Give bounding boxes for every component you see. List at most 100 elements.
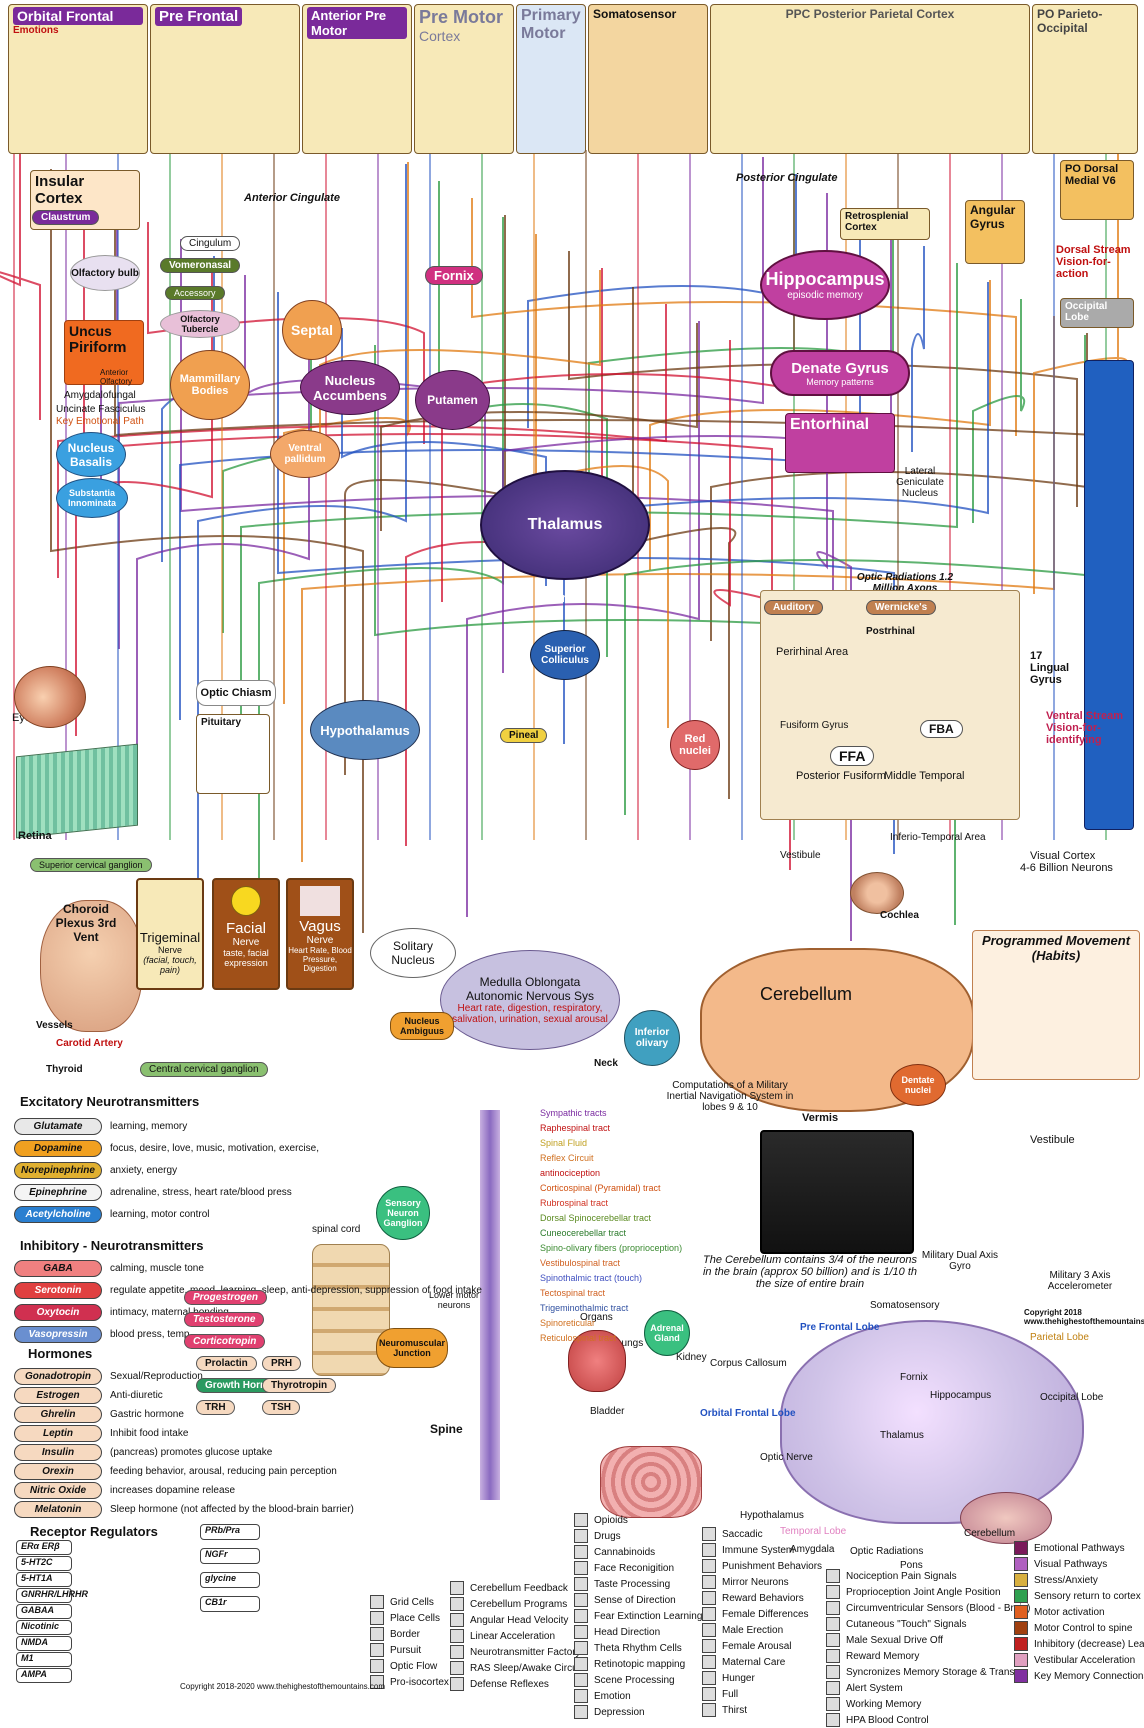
neurotransmitter-row: Insulin(pancreas) promotes glucose uptak… xyxy=(14,1444,272,1461)
receptor-label: Nicotinic xyxy=(16,1620,72,1635)
legend-row: Face Reconigition xyxy=(574,1560,702,1576)
brain-region-label: Optic Radiations xyxy=(850,1546,923,1557)
legend-label: Emotion xyxy=(594,1691,631,1702)
legend-icon xyxy=(370,1643,384,1657)
ppc-label: PPC Posterior Parietal Cortex xyxy=(715,7,1025,21)
bladder-label: Bladder xyxy=(590,1406,624,1417)
neurotransmitter-desc: learning, memory xyxy=(110,1121,187,1132)
fusiform-label: Fusiform Gyrus xyxy=(780,720,848,731)
legend-label: Stress/Anxiety xyxy=(1034,1575,1098,1586)
neurotransmitter-desc: calming, muscle tone xyxy=(110,1263,204,1274)
legend-icon xyxy=(702,1527,716,1541)
legend-row: Vestibular Acceleration xyxy=(1014,1652,1144,1668)
brain-region-label: Pons xyxy=(900,1560,923,1571)
piriform-label: Piriform xyxy=(69,339,139,356)
trigeminal-title: Trigeminal xyxy=(138,930,202,945)
wernickes-label: Wernicke's xyxy=(866,600,936,615)
somatosensor-region: Somatosensor xyxy=(588,4,708,154)
ventral-pallidum-label: Ventral pallidum xyxy=(271,443,339,465)
legend-row: Visual Pathways xyxy=(1014,1556,1144,1572)
orbital-frontal-region: Orbital Frontal Emotions xyxy=(8,4,148,154)
programmed-movement-label: Programmed Movement (Habits) xyxy=(977,933,1135,963)
episodic-memory-label: episodic memory xyxy=(787,290,863,301)
legend-label: Male Erection xyxy=(722,1625,783,1636)
legend-row: Syncronizes Memory Storage & Trans xyxy=(826,1664,1031,1680)
mammillary-bodies: Mammillary Bodies xyxy=(170,350,250,420)
legend-row: Cerebellum Programs xyxy=(450,1596,583,1612)
brain-region-label: Fornix xyxy=(900,1372,928,1383)
retrosplenial-label: Retrosplenial Cortex xyxy=(845,211,925,233)
receptor-label: CB1r xyxy=(200,1596,260,1612)
nucleus-basalis: Nucleus Basalis xyxy=(56,432,126,477)
legend-row: Opioids xyxy=(574,1512,702,1528)
tract-label: Vestibulospinal tract xyxy=(540,1258,740,1273)
legend-label: Angular Head Velocity xyxy=(470,1615,568,1626)
vestibule-axis-label: Vestibule xyxy=(1030,1134,1075,1146)
auditory-label: Auditory xyxy=(764,600,823,615)
legend-icon xyxy=(450,1629,464,1643)
lingual-gyrus-label: 17 Lingual Gyrus xyxy=(1030,650,1080,686)
pituitary-box: Pituitary xyxy=(196,714,270,794)
memory-patterns-label: Memory patterns xyxy=(806,377,874,387)
legend-row: Full xyxy=(702,1686,822,1702)
legend-label: Defense Reflexes xyxy=(470,1679,549,1690)
dorsal-stream-label: Dorsal Stream Vision-for-action xyxy=(1056,244,1140,280)
neurotransmitter-desc: regulate appetite, mood, learning, sleep… xyxy=(110,1285,482,1296)
septal-label: Septal xyxy=(291,322,333,338)
inferior-olivary: Inferior olivary xyxy=(624,1010,680,1066)
brain-region-label: Pre Frontal Lobe xyxy=(800,1322,879,1333)
substantia-innominata: Substantia Innominata xyxy=(56,478,128,518)
legend-row: Fear Extinction Learning xyxy=(574,1608,702,1624)
neurotransmitter-pill: Gonadotropin xyxy=(14,1368,102,1385)
legend-icon xyxy=(574,1673,588,1687)
legend-row: Theta Rhythm Cells xyxy=(574,1640,702,1656)
neurotransmitter-row: Nitric Oxideincreases dopamine release xyxy=(14,1482,235,1499)
legend-label: Inhibitory (decrease) Learning, Focus xyxy=(1034,1639,1144,1650)
dorsal-stream-bar xyxy=(1084,360,1134,830)
legend-icon xyxy=(574,1625,588,1639)
neurotransmitter-desc: learning, motor control xyxy=(110,1209,210,1220)
neurotransmitter-desc: Anti-diuretic xyxy=(110,1390,163,1401)
legend-icon xyxy=(574,1641,588,1655)
pre-frontal-region: Pre Frontal xyxy=(150,4,300,154)
anterior-pre-motor-region: Anterior Pre Motor xyxy=(302,4,412,154)
solitary-nucleus-label: Solitary Nucleus xyxy=(371,939,455,967)
legend-icon xyxy=(826,1681,840,1695)
hormone-pill: TSH xyxy=(262,1400,300,1415)
choroid-label: Choroid Plexus 3rd Vent xyxy=(46,902,126,944)
insular-cortex-label: Insular Cortex xyxy=(35,173,135,207)
legend-icon xyxy=(826,1601,840,1615)
visual-cortex-label: Visual Cortex xyxy=(1030,850,1095,862)
brain-region-label: Hypothalamus xyxy=(740,1510,804,1521)
legend-label: Visual Pathways xyxy=(1034,1559,1107,1570)
cochlea-illustration xyxy=(850,872,904,914)
pre-frontal-label: Pre Frontal xyxy=(155,7,242,26)
vestibule-top-label: Vestibule xyxy=(780,850,821,861)
legend-label: Opioids xyxy=(594,1515,628,1526)
legend-row: RAS Sleep/Awake Circuit xyxy=(450,1660,583,1676)
legend-row: Defense Reflexes xyxy=(450,1676,583,1692)
legend-row: Grid Cells xyxy=(370,1594,449,1610)
neurotransmitter-row: LeptinInhibit food intake xyxy=(14,1425,188,1442)
legend-label: Scene Processing xyxy=(594,1675,675,1686)
legend-row: Working Memory xyxy=(826,1696,1031,1712)
neurotransmitter-pill: Norepinephrine xyxy=(14,1162,102,1179)
legend-label: Border xyxy=(390,1629,420,1640)
neck-label: Neck xyxy=(594,1058,618,1069)
legend-icon xyxy=(702,1543,716,1557)
tract-label: Dorsal Spinocerebellar tract xyxy=(540,1213,740,1228)
hypothalamus: Hypothalamus xyxy=(310,700,420,760)
legend-icon xyxy=(702,1559,716,1573)
spine-label: Spine xyxy=(430,1422,463,1436)
brain-region-label: Somatosensory xyxy=(870,1300,939,1311)
emotions-label: Emotions xyxy=(13,25,143,36)
neurotransmitter-desc: blood press, temp xyxy=(110,1329,190,1340)
facial-title: Facial xyxy=(214,920,278,937)
legend-label: Optic Flow xyxy=(390,1661,437,1672)
accessory-label: Accessory xyxy=(165,286,225,300)
legend-row: Proprioception Joint Angle Position xyxy=(826,1584,1031,1600)
olfactory-tubercle-label: Olfactory Tubercle xyxy=(161,314,239,334)
legend-icon xyxy=(574,1609,588,1623)
neurotransmitter-pill: Nitric Oxide xyxy=(14,1482,102,1499)
